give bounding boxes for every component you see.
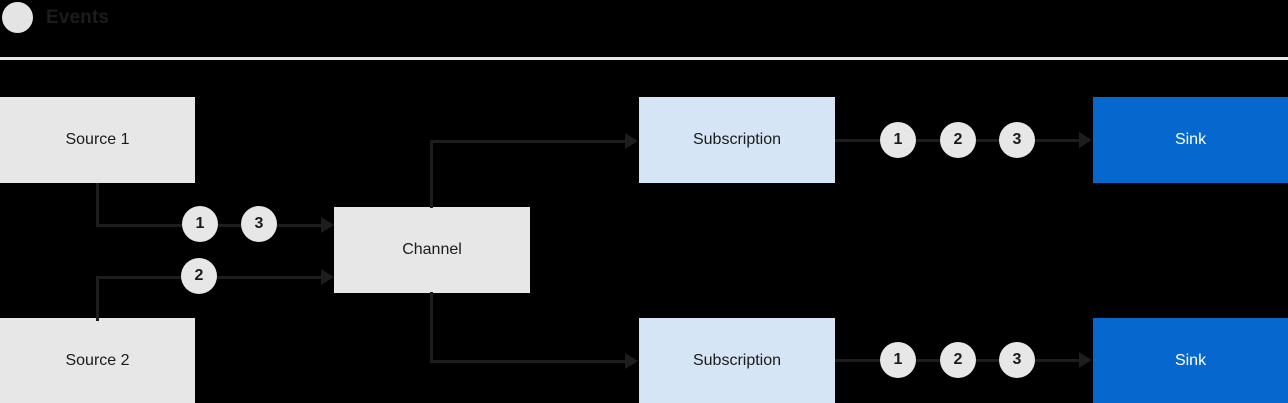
edge-source-2-channel-arrowhead [321,269,334,285]
event-badge-subscription-2-third[interactable]: 3 [999,342,1035,378]
event-badge-subscription-2-first[interactable]: 1 [880,342,916,378]
node-sink-1[interactable]: Sink [1093,97,1288,183]
node-source-2[interactable]: Source 2 [0,318,195,403]
event-badge-subscription-1-second[interactable]: 2 [940,122,976,158]
node-sink-2[interactable]: Sink [1093,318,1288,403]
event-badge-subscription-1-third[interactable]: 3 [999,122,1035,158]
edge-source-1-channel-segment-vertical [96,183,99,227]
edge-channel-subscription-1-segment-horizontal [430,140,628,143]
edge-channel-subscription-2-segment-horizontal [430,360,628,363]
edge-subscription-2-sink-2-arrowhead [1079,352,1092,368]
event-badge-source-1-first[interactable]: 1 [182,206,218,242]
event-badge-subscription-2-second[interactable]: 2 [940,342,976,378]
edge-source-1-channel-arrowhead [321,217,334,233]
edge-subscription-1-sink-1-arrowhead [1079,132,1092,148]
node-subscription-1[interactable]: Subscription [639,97,835,183]
node-subscription-2[interactable]: Subscription [639,318,835,403]
page-title: Events [46,7,109,28]
events-dot-icon [2,2,33,33]
edge-source-2-channel-segment-vertical [96,276,99,321]
event-badge-subscription-1-first[interactable]: 1 [880,122,916,158]
edge-channel-subscription-1-arrowhead [625,133,638,149]
edge-channel-subscription-1-segment-vertical [430,140,433,208]
edge-channel-subscription-2-arrowhead [625,353,638,369]
event-badge-source-1-second[interactable]: 3 [241,206,277,242]
header-divider [0,57,1288,60]
edge-channel-subscription-2-segment-vertical [430,292,433,363]
node-source-1[interactable]: Source 1 [0,97,195,183]
node-channel[interactable]: Channel [334,207,530,293]
event-badge-source-2-first[interactable]: 2 [181,258,217,294]
